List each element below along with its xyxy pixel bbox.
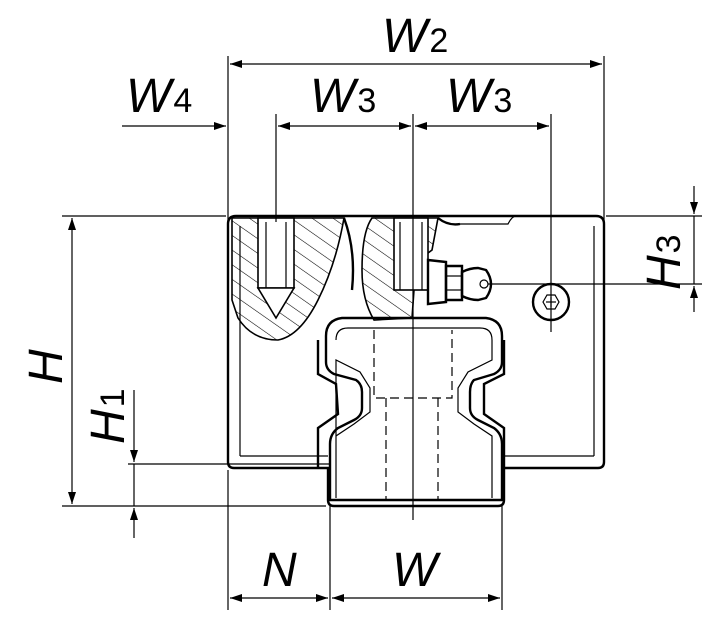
label-w: W (392, 544, 442, 597)
label-h1: H1 (82, 388, 135, 444)
bolt-hole-left (257, 217, 295, 289)
grease-nipple (426, 258, 493, 306)
carriage-inner-edge (239, 226, 595, 457)
bolt-hole-center (393, 217, 429, 291)
carriage-block-outline (226, 214, 606, 508)
label-w4: W4 (126, 70, 192, 123)
top-edge-step (460, 215, 517, 225)
rail-profile-outer (324, 316, 504, 502)
bolt-hole-left-tip (256, 287, 296, 320)
section-break-line (342, 217, 461, 291)
carriage-rail-channel (316, 340, 506, 468)
rail-profile-inner (335, 327, 493, 498)
label-n: N (262, 544, 297, 597)
label-w3-right: W3 (446, 70, 512, 123)
label-w2: W2 (382, 10, 448, 63)
label-w3-left: W3 (310, 70, 376, 123)
label-h3: H3 (638, 234, 691, 290)
label-h: H (20, 349, 73, 384)
extension-lines (62, 56, 702, 610)
